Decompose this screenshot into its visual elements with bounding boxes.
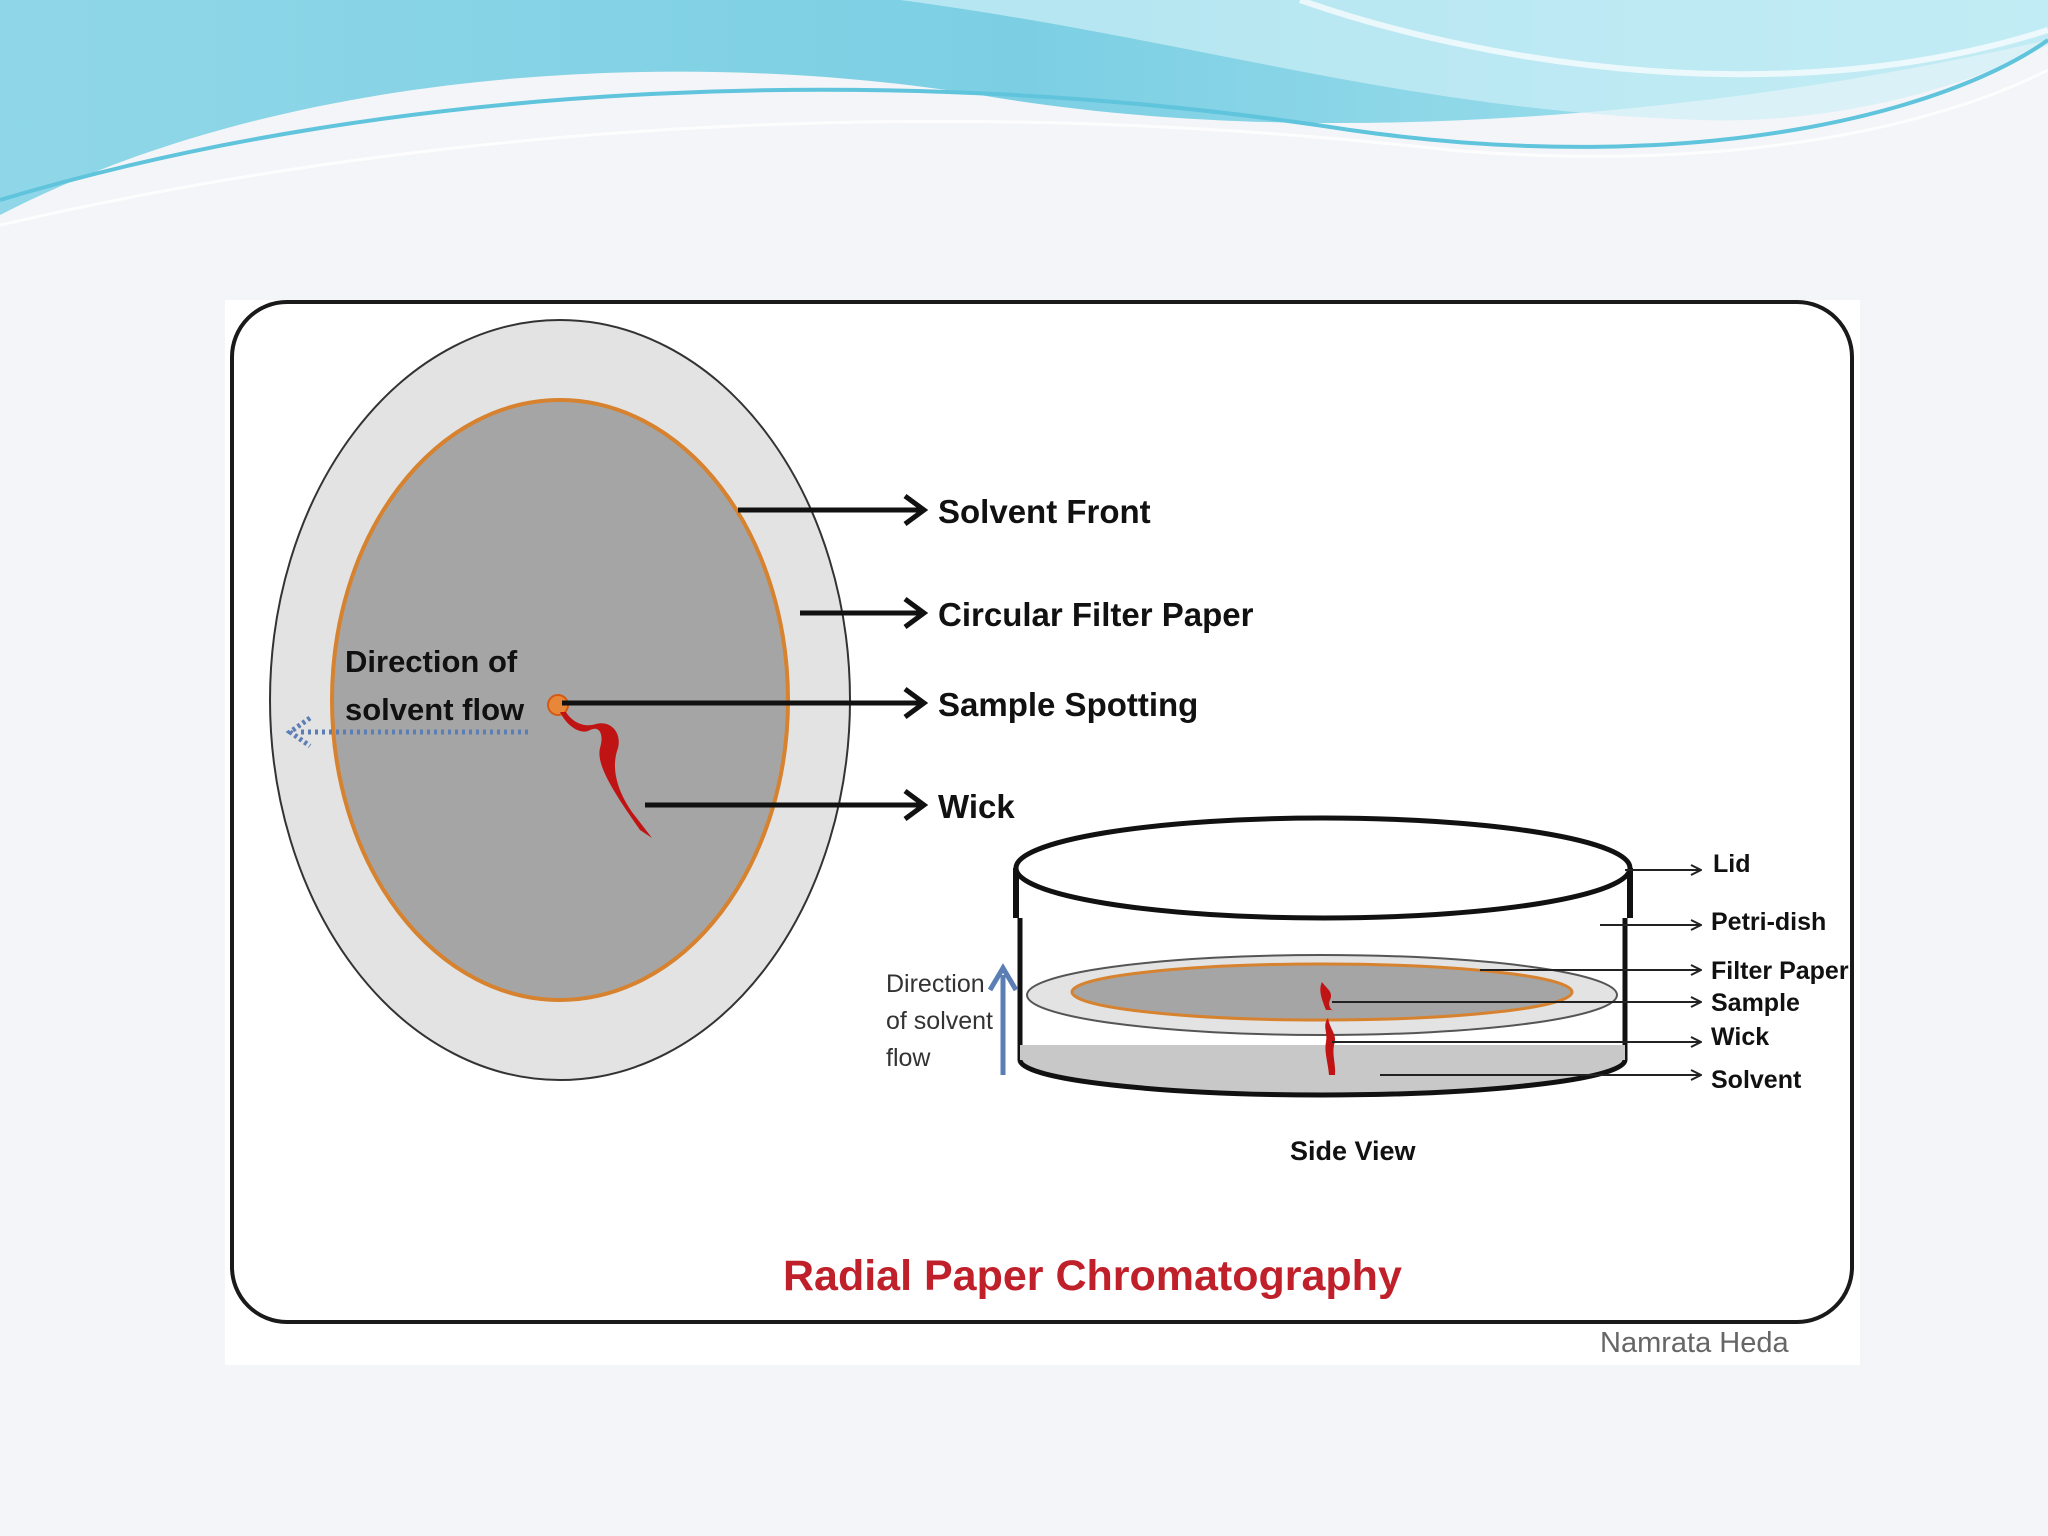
side-label-lid: Lid	[1713, 850, 1751, 878]
top-view: Direction of solvent flow Solvent Front …	[269, 319, 1254, 1081]
side-direction-line1: Direction	[886, 970, 985, 998]
lid	[1013, 815, 1633, 921]
side-label-solvent: Solvent	[1711, 1066, 1802, 1094]
solvent-layer	[1020, 1045, 1625, 1095]
dish-bottom	[1017, 1059, 1628, 1098]
side-label-filter-paper: Filter Paper	[1711, 957, 1849, 985]
wick	[560, 712, 652, 838]
diagram-title: Radial Paper Chromatography	[783, 1252, 1402, 1300]
side-label-wick: Wick	[1711, 1023, 1769, 1051]
direction-label-line2: solvent flow	[345, 692, 525, 727]
side-sample	[1320, 982, 1333, 1011]
label-circular-filter-paper: Circular Filter Paper	[938, 596, 1254, 633]
side-direction-line3: flow	[886, 1044, 931, 1072]
side-label-sample: Sample	[1711, 989, 1800, 1017]
label-wick: Wick	[938, 788, 1015, 825]
side-view-caption: Side View	[1290, 1136, 1417, 1166]
side-wick	[1325, 1018, 1336, 1075]
label-solvent-front: Solvent Front	[938, 493, 1151, 530]
side-label-petri-dish: Petri-dish	[1711, 908, 1826, 936]
side-direction-line2: of solvent	[886, 1007, 993, 1035]
side-view: Lid Petri-dish Filter Paper Sample Wick …	[886, 815, 1849, 1166]
header-banner	[0, 0, 2048, 227]
direction-label-line1: Direction of	[345, 644, 518, 679]
author-credit: Namrata Heda	[1600, 1327, 1789, 1359]
label-sample-spotting: Sample Spotting	[938, 686, 1198, 723]
